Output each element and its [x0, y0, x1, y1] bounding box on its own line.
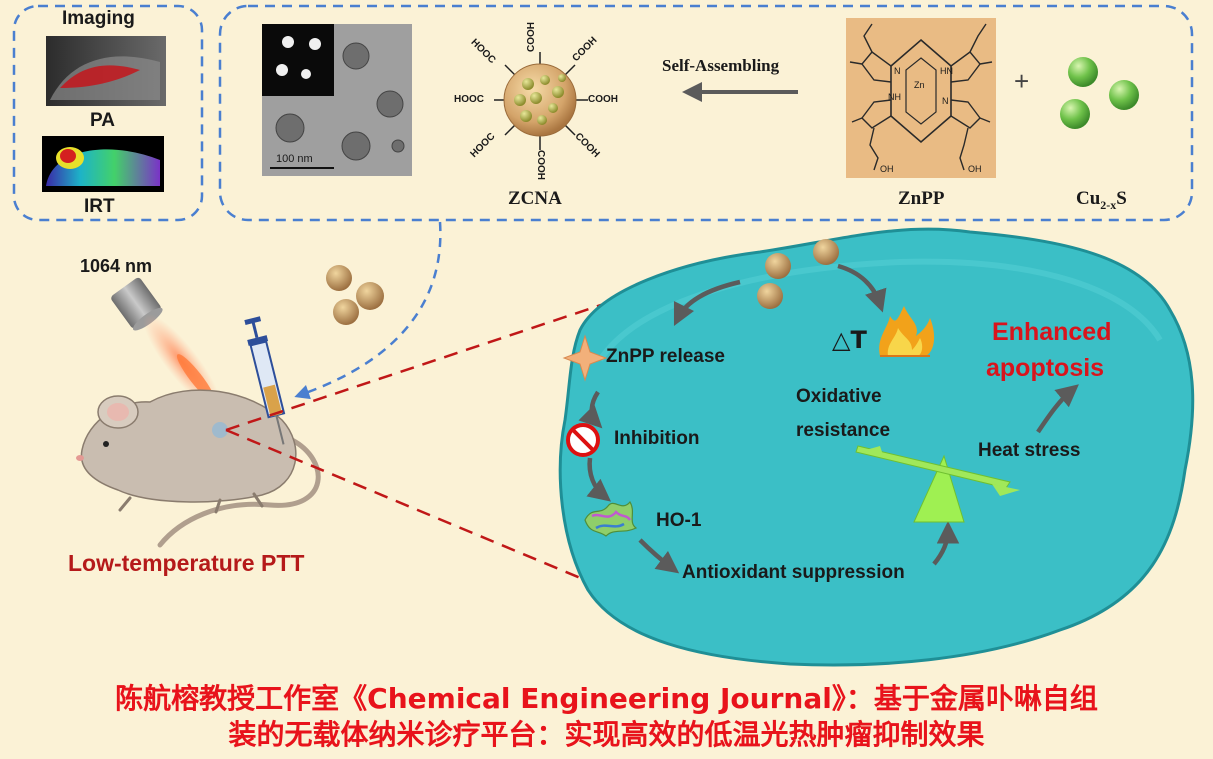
pa-label: PA — [90, 110, 115, 131]
porphyrin-oh: OH — [968, 164, 982, 174]
porphyrin-oh: OH — [880, 164, 894, 174]
cu-sphere — [1068, 57, 1098, 87]
syringe — [244, 316, 286, 445]
caption-line-1: 陈航榕教授工作室《Chemical Engineering Journal》：基… — [115, 682, 1098, 715]
tem-image — [262, 24, 412, 176]
cu2xs-end: S — [1116, 188, 1127, 209]
inhibition-label: Inhibition — [614, 428, 700, 449]
irt-image — [42, 136, 164, 192]
porphyrin-n: N — [942, 96, 949, 106]
cu2xs-label: Cu2-xS — [1076, 188, 1127, 213]
porphyrin-n: N — [894, 66, 901, 76]
plus-sign: + — [1014, 66, 1030, 96]
caption-line-2: 装的无载体纳米诊疗平台：实现高效的低温光热肿瘤抑制效果 — [228, 718, 985, 751]
arrow-ho1-to-suppression — [638, 538, 680, 574]
hooc-label: HOOC — [454, 94, 484, 105]
cu2xs-sub: 2-x — [1100, 197, 1117, 212]
arrow-release-to-inhibition — [578, 390, 603, 429]
mouse-caption: Low-temperature PTT — [68, 550, 305, 576]
oxidative-resistance-label-1: Oxidative — [796, 386, 882, 407]
porphyrin-zn: Zn — [914, 80, 925, 90]
heat-stress-label: Heat stress — [978, 440, 1081, 461]
cu-sphere — [1109, 80, 1139, 110]
small-particle — [356, 282, 384, 310]
znpp-release-label: ZnPP release — [606, 346, 726, 367]
scale-bar-label: 100 nm — [276, 153, 313, 165]
tumor-particle — [765, 253, 791, 279]
cooh-label: COOH — [526, 22, 537, 52]
porphyrin-hn: HN — [940, 66, 953, 76]
arrow-to-release — [673, 279, 741, 327]
tumor-particle — [757, 283, 783, 309]
enhanced-apoptosis-label-1: Enhanced — [992, 318, 1112, 346]
imaging-panel-frame — [12, 4, 204, 222]
ho1-protein-icon — [584, 500, 638, 537]
balance-scale — [855, 445, 1020, 523]
inhibition-icon — [566, 423, 600, 457]
porphyrin-nh: NH — [888, 92, 901, 102]
tumor-particle — [813, 239, 839, 265]
zcna-label: ZCNA — [508, 188, 562, 209]
enhanced-apoptosis-label-2: apoptosis — [986, 354, 1105, 382]
cooh-label: COOH — [535, 150, 546, 180]
synthesis-panel-frame — [218, 4, 1194, 222]
znpp-structure — [846, 18, 996, 178]
cu-sphere — [1060, 99, 1090, 129]
irt-label: IRT — [84, 196, 115, 217]
small-particle — [333, 299, 359, 325]
arrow-to-heat — [837, 263, 887, 313]
self-assembling-label: Self-Assembling — [662, 56, 780, 75]
mouse — [76, 389, 321, 548]
zoom-line-top — [225, 298, 617, 432]
oxidative-resistance-label-2: resistance — [796, 420, 891, 441]
ho1-label: HO-1 — [656, 510, 702, 531]
flame-icon — [879, 306, 935, 357]
cooh-label: COOH — [588, 94, 618, 105]
zcna-particle — [494, 52, 588, 150]
imaging-title: Imaging — [62, 8, 135, 29]
cu2xs-main: Cu — [1076, 188, 1101, 209]
laser-wavelength-label: 1064 nm — [80, 256, 153, 276]
delta-t-label: △T — [832, 326, 867, 354]
arrow-heat-to-apoptosis — [1036, 384, 1079, 434]
release-star-icon — [562, 334, 608, 382]
antioxidant-suppression-label: Antioxidant suppression — [682, 562, 905, 583]
arrow-suppression-to-balance — [932, 521, 960, 566]
znpp-label: ZnPP — [898, 188, 945, 209]
zoom-line-bottom — [225, 428, 615, 594]
small-particle — [326, 265, 352, 291]
pa-image — [46, 36, 166, 106]
arrow-inhibition-to-ho1 — [586, 457, 612, 502]
